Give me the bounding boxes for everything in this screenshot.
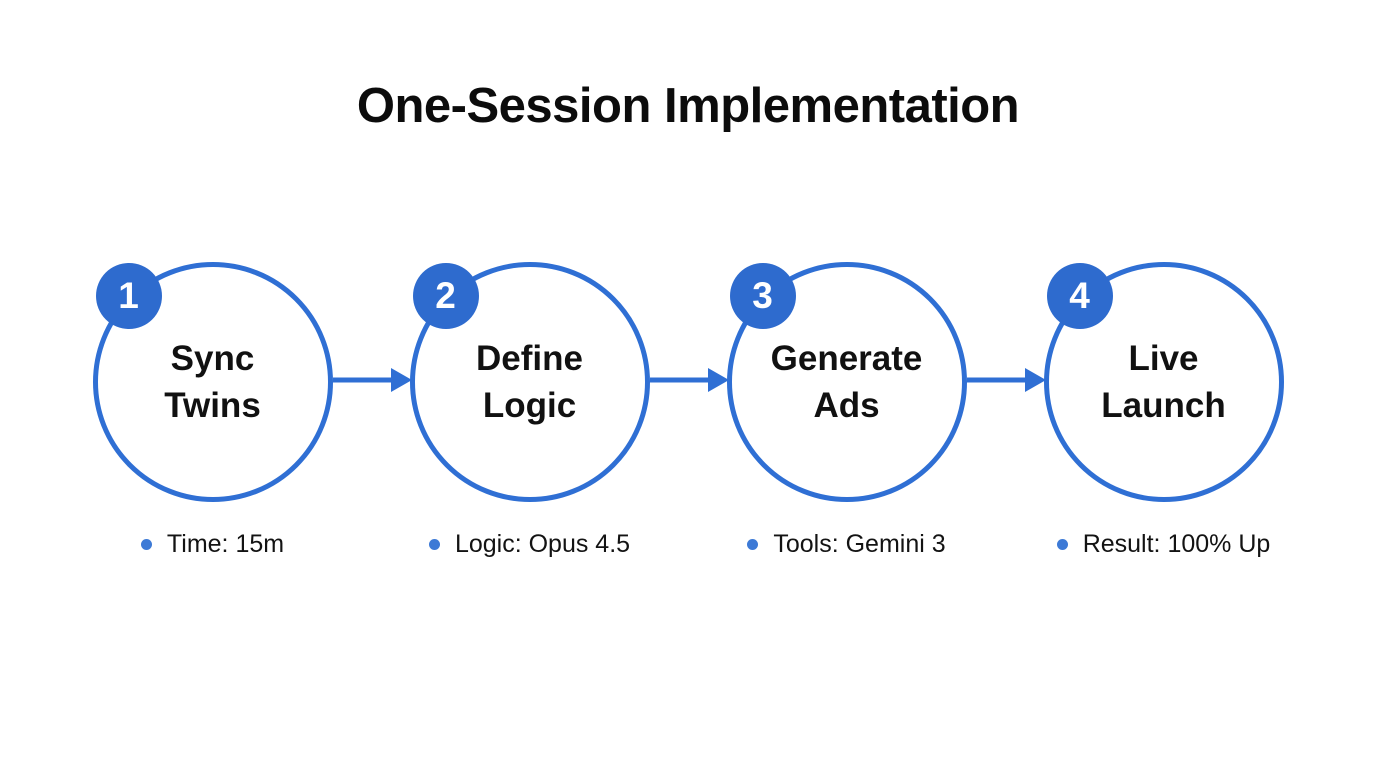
step-caption: Logic: Opus 4.5 <box>428 530 631 559</box>
step-circle: 1 Sync Twins <box>92 262 333 503</box>
step-number-badge: 3 <box>729 263 796 330</box>
step-caption-text: Time: 15m <box>166 530 285 559</box>
step-circle: 3 Generate Ads <box>726 262 967 503</box>
step-caption-text: Tools: Gemini 3 <box>773 530 946 559</box>
bullet-icon <box>140 539 152 551</box>
arrow-right-icon <box>649 368 729 393</box>
arrow-right-icon <box>966 368 1046 393</box>
bullet-icon <box>747 539 759 551</box>
flow-diagram: 1 Sync Twins Time: 15m 2 Define Logic Lo… <box>0 262 1376 559</box>
arrow-right-icon <box>332 368 412 393</box>
step-caption: Result: 100% Up <box>1056 530 1271 559</box>
step-2: 2 Define Logic Logic: Opus 4.5 <box>409 262 650 559</box>
step-circle: 2 Define Logic <box>409 262 650 503</box>
step-circle: 4 Live Launch <box>1043 262 1284 503</box>
step-label: Define Logic <box>476 339 583 426</box>
step-label: Sync Twins <box>164 339 261 426</box>
step-label: Generate Ads <box>770 339 923 426</box>
bullet-icon <box>428 539 440 551</box>
step-label: Live Launch <box>1101 339 1226 426</box>
page-title: One-Session Implementation <box>356 79 1020 133</box>
step-caption-text: Result: 100% Up <box>1082 530 1271 559</box>
step-number-badge: 2 <box>412 263 479 330</box>
step-4: 4 Live Launch Result: 100% Up <box>1043 262 1284 559</box>
step-1: 1 Sync Twins Time: 15m <box>92 262 333 559</box>
step-number-badge: 1 <box>95 263 162 330</box>
step-caption-text: Logic: Opus 4.5 <box>454 530 631 559</box>
step-number-badge: 4 <box>1046 263 1113 330</box>
step-3: 3 Generate Ads Tools: Gemini 3 <box>726 262 967 559</box>
step-caption: Time: 15m <box>140 530 285 559</box>
step-caption: Tools: Gemini 3 <box>747 530 946 559</box>
bullet-icon <box>1056 539 1068 551</box>
